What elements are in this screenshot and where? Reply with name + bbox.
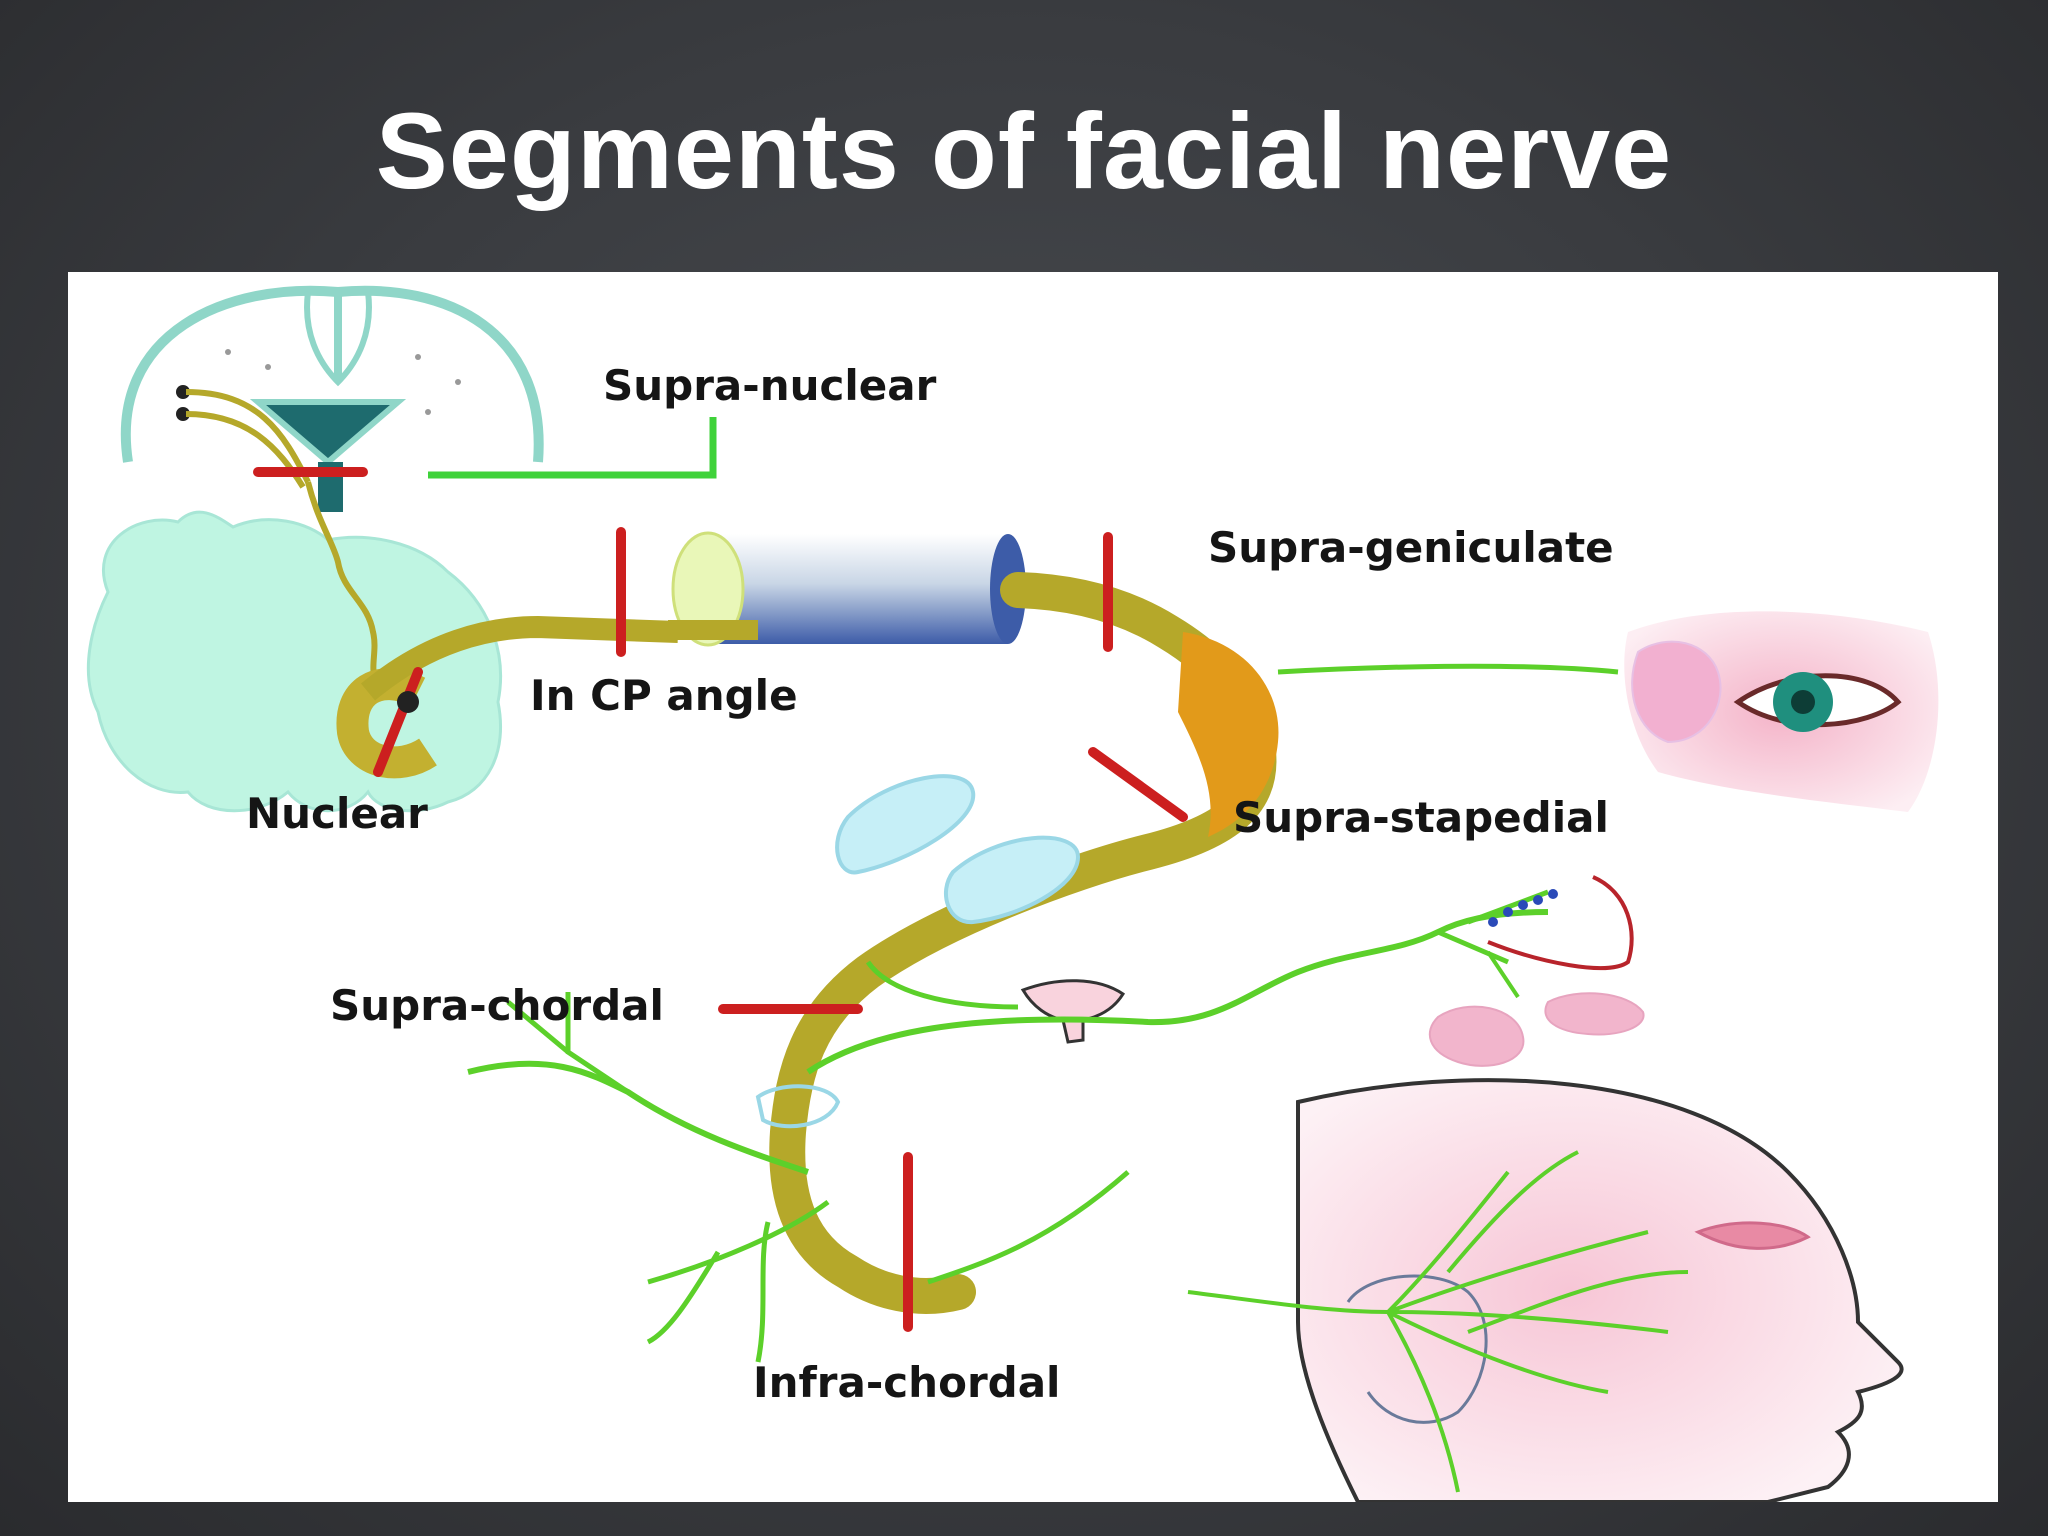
upper-face-branch <box>927 1170 1130 1285</box>
posterior-branches <box>467 1060 809 1175</box>
greater-petrosal-nerve <box>1277 663 1619 675</box>
label-supra-chordal: Supra-chordal <box>330 981 664 1030</box>
ear-outline <box>1346 1274 1488 1424</box>
taste-bud-dots <box>1488 889 1558 927</box>
posterior-twig-2 <box>506 1000 570 1054</box>
label-in-cp-angle: In CP angle <box>530 671 798 720</box>
semicircular-canals <box>835 774 1081 925</box>
diagram-canvas: Supra-nuclear Supra-geniculate In CP ang… <box>86 285 1939 1502</box>
geniculate-ganglion <box>1178 632 1279 837</box>
salivary-glands <box>1428 992 1645 1067</box>
nerve-to-stapedius <box>865 960 1019 1010</box>
tongue-outline <box>1487 875 1634 971</box>
supra-nuclear-connector <box>428 417 717 479</box>
label-nuclear: Nuclear <box>246 789 428 838</box>
brainstem-shape <box>86 510 503 813</box>
label-infra-chordal: Infra-chordal <box>753 1358 1060 1407</box>
lesion-marker-supra-stapedial <box>1088 747 1188 822</box>
chorda-branch-1 <box>1437 929 1509 965</box>
lesion-markers <box>253 467 1188 1332</box>
chorda-branch-3 <box>1486 950 1520 999</box>
chorda-tympani <box>806 909 1549 1075</box>
facial-motor-branches <box>1187 1150 1689 1493</box>
face-profile <box>1296 1078 1904 1502</box>
label-supra-nuclear: Supra-nuclear <box>603 361 937 410</box>
stapes-icon <box>1020 979 1126 1044</box>
label-supra-geniculate: Supra-geniculate <box>1208 523 1614 572</box>
eye-lacrimal-illustration <box>1624 611 1939 812</box>
mastoid-foramen-oval <box>755 1084 841 1129</box>
eye-closed-icon <box>1694 1221 1811 1250</box>
facial-nerve-proximal <box>360 615 679 701</box>
facial-nucleus-dot <box>397 691 419 713</box>
lower-branches <box>646 1199 830 1363</box>
label-supra-stapedial: Supra-stapedial <box>1233 793 1609 842</box>
internal-acoustic-meatus <box>671 531 1026 647</box>
brain-section <box>121 285 544 512</box>
corticobulbar-tract <box>305 481 381 685</box>
facial-nerve-diagram: Supra-nuclear Supra-geniculate In CP ang… <box>68 272 1998 1502</box>
lesion-marker-nuclear <box>373 667 423 777</box>
slide-title: Segments of facial nerve <box>375 90 1673 211</box>
